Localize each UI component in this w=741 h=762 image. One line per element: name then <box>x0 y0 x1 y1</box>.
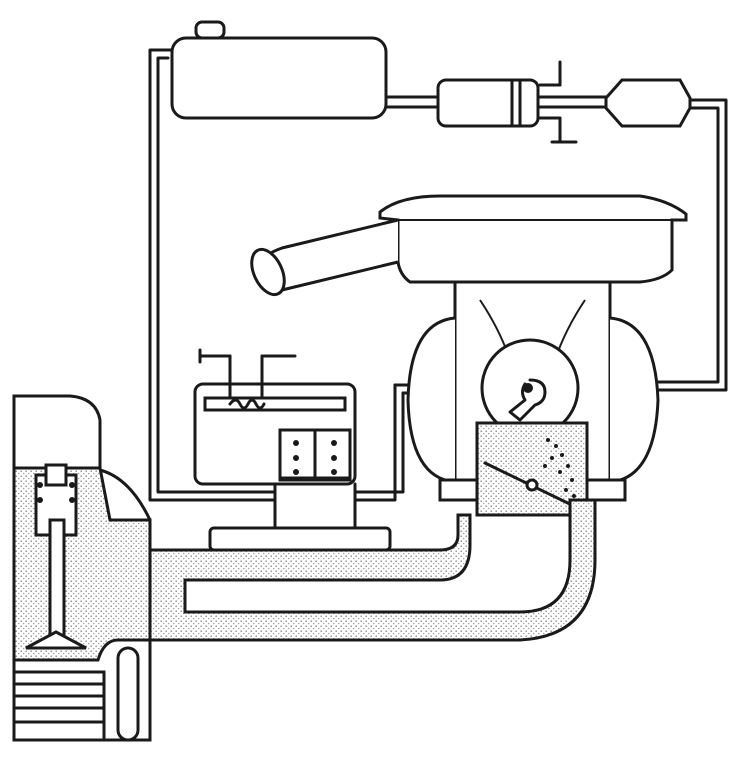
intake-valve-stem <box>48 518 66 642</box>
fuel-spray-icon <box>543 438 576 498</box>
tank-to-pump-line <box>383 95 442 109</box>
fuel-pump <box>436 60 578 144</box>
fuel-tank <box>170 20 388 120</box>
pushrod <box>116 646 140 742</box>
valve-spring-icon <box>228 398 266 410</box>
filler-cap <box>194 20 226 40</box>
intake-valve-head <box>25 630 87 650</box>
air-cleaner <box>250 194 688 297</box>
cylinder-head <box>12 394 152 742</box>
piston <box>12 670 106 742</box>
intake-manifold <box>148 498 597 642</box>
fuel-line-left <box>148 48 277 502</box>
valve-mount-base <box>208 526 392 552</box>
pump-to-filter-line <box>536 95 612 109</box>
fuel-filter <box>604 78 692 128</box>
control-valve <box>193 348 357 530</box>
choke-lever <box>508 378 547 422</box>
